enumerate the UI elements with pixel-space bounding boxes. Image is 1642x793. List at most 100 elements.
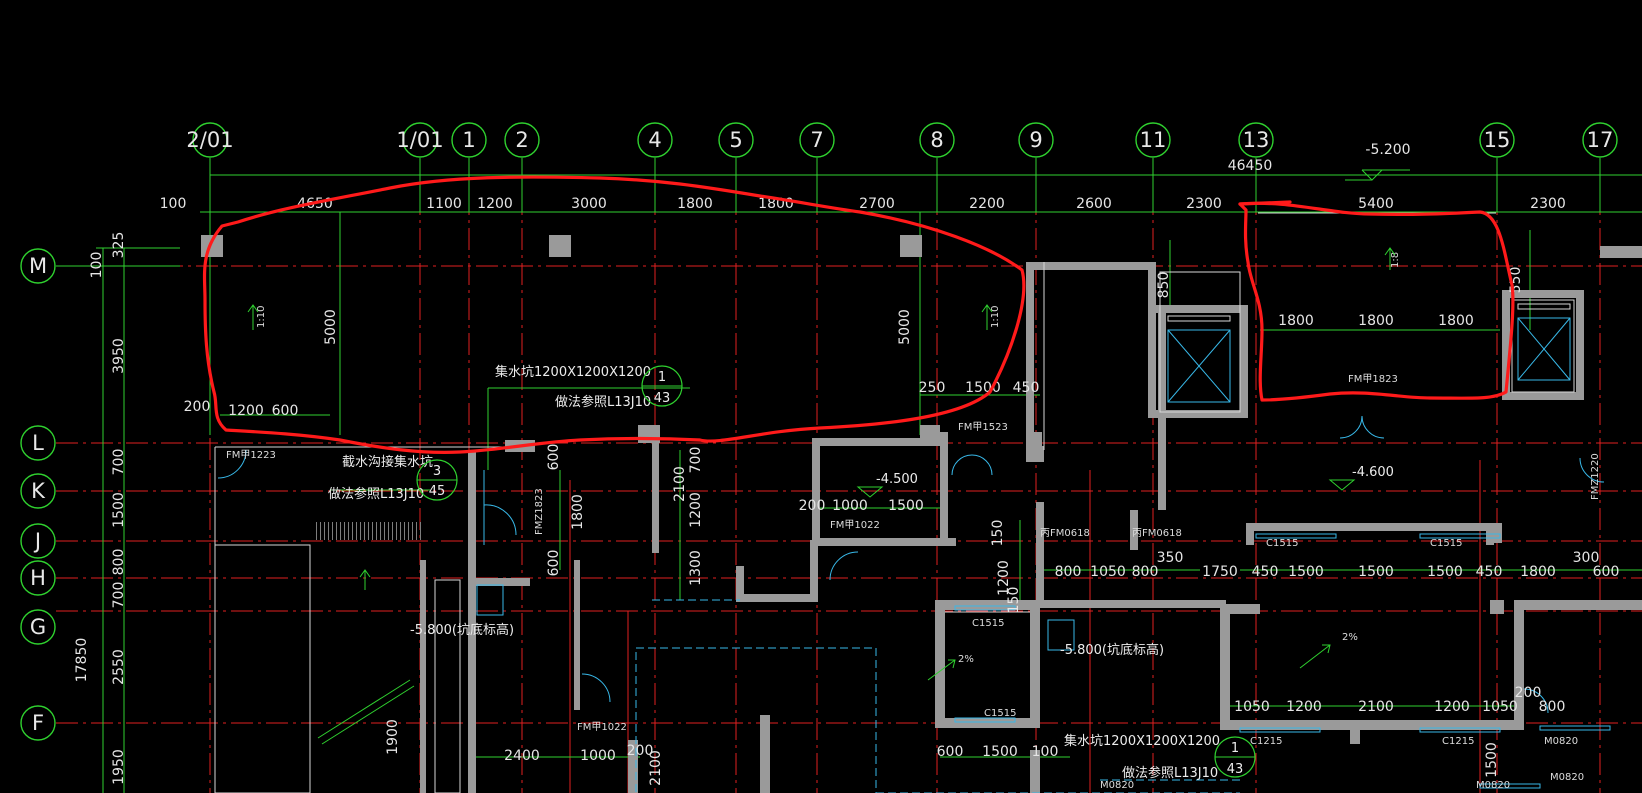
top-axis-bubble: 2/01 xyxy=(186,122,234,158)
row-dim: 450 xyxy=(1476,564,1503,580)
top-dim: 2600 xyxy=(1076,196,1112,212)
bottom-dims: 2400 1000 200 600 1500 100 xyxy=(504,743,1058,764)
ramp-hatch xyxy=(316,522,422,540)
left-axis-label: K xyxy=(31,479,46,503)
row-dim: 600 xyxy=(546,550,562,577)
top-axis-label: 8 xyxy=(930,128,943,152)
sump-sym-bottom: 43 xyxy=(1227,762,1244,777)
row-dim: 1500 xyxy=(982,744,1018,760)
top-level-value: -5.200 xyxy=(1365,142,1410,158)
level-label: -4.500 xyxy=(876,472,918,487)
left-axis-label: H xyxy=(30,566,46,590)
row-dim: 1000 xyxy=(580,748,616,764)
top-axis-label: 2/01 xyxy=(186,128,233,152)
row-dim: 600 xyxy=(937,744,964,760)
top-axis-label: 11 xyxy=(1140,128,1167,152)
top-axis-label: 17 xyxy=(1587,128,1614,152)
top-dim: 5400 xyxy=(1358,196,1394,212)
row-dim: 2100 xyxy=(1358,699,1394,715)
left-dim: 3950 xyxy=(111,338,127,374)
left-dim: 700 xyxy=(111,582,127,609)
row-dim: 1800 xyxy=(570,494,586,530)
top-dim: 1800 xyxy=(677,196,713,212)
inner-dimensions: 5000 5000 850 550 xyxy=(323,267,1524,345)
top-axis-bubble: 4 xyxy=(637,122,673,158)
left-dim: 2550 xyxy=(111,649,127,685)
door-label: M0820 xyxy=(1476,780,1510,791)
top-axis-bubble: 13 xyxy=(1238,122,1274,158)
sump-sym-top: 1 xyxy=(658,370,666,385)
row-dim: 2100 xyxy=(648,750,664,786)
row-dim: 1200 xyxy=(1434,699,1470,715)
left-dim: 100 xyxy=(89,252,105,279)
top-dim: 2300 xyxy=(1530,196,1566,212)
dimension-lines xyxy=(56,158,1642,793)
top-dim: 2200 xyxy=(969,196,1005,212)
top-axis-label: 4 xyxy=(648,128,661,152)
top-axis-bubble: 5 xyxy=(718,122,754,158)
row-dim: 800 xyxy=(1055,564,1082,580)
row-dim: 600 xyxy=(546,444,562,471)
sump-sym-top: 3 xyxy=(433,464,441,479)
top-axis-label: 1/01 xyxy=(396,128,443,152)
slope-label: 1:8 xyxy=(1390,252,1401,268)
left-axis-label: J xyxy=(33,529,41,553)
top-axis-label: 2 xyxy=(515,128,528,152)
row-dim: 1050 xyxy=(1090,564,1126,580)
inner-dim: 1800 xyxy=(1278,313,1314,329)
inner-dim: 5000 xyxy=(323,309,339,345)
left-axis-label: G xyxy=(30,615,46,639)
row-dim: 1500 xyxy=(1484,742,1500,778)
door-label: M0820 xyxy=(1100,780,1134,791)
top-axis-bubble: 1/01 xyxy=(396,122,444,158)
top-axis-bubble: 1 xyxy=(451,122,487,158)
axis-grid xyxy=(56,158,1642,793)
left-dim: 325 xyxy=(111,232,127,259)
left-dim: 1950 xyxy=(111,749,127,785)
row-dim: 100 xyxy=(1032,744,1059,760)
row-dim: 1500 xyxy=(888,498,924,514)
top-axis-label: 1 xyxy=(462,128,475,152)
sump-ref: 做法参照L13J10 xyxy=(328,486,424,502)
level-label: -4.600 xyxy=(1352,465,1394,480)
inner-dim: 1500 xyxy=(965,380,1001,396)
sump-text: 集水坑1200X1200X1200 xyxy=(1064,733,1220,749)
inner-dim: 850 xyxy=(1156,272,1172,299)
top-axis-bubble: 17 xyxy=(1582,122,1618,158)
sump-ref: 做法参照L13J10 xyxy=(555,394,651,410)
row-k-hdims: 200 1000 1500 xyxy=(799,498,924,514)
row-dim: 800 xyxy=(1539,699,1566,715)
left-axis-bubble: L xyxy=(20,425,56,461)
row-dim: 450 xyxy=(1252,564,1279,580)
door-label: FMZ1823 xyxy=(534,488,545,535)
top-axis-label: 9 xyxy=(1029,128,1042,152)
sump-ref: 做法参照L13J10 xyxy=(1122,765,1218,781)
level-markers: -4.500 -4.600 -5.800(坑底标高) -5.800(坑底标高) xyxy=(410,465,1394,658)
row-dim: 1750 xyxy=(1202,564,1238,580)
row-dim: 1050 xyxy=(1234,699,1270,715)
left-dim: 1500 xyxy=(111,492,127,528)
inner-dim: 1800 xyxy=(1438,313,1474,329)
slope-label: 1:10 xyxy=(990,306,1001,328)
top-axis-bubble: 8 xyxy=(919,122,955,158)
top-dim: 2300 xyxy=(1186,196,1222,212)
row-k-dims: 2100 1800 600 1300 1200 700 600 xyxy=(546,444,704,586)
row-dim: 200 xyxy=(799,498,826,514)
row-dim: 200 xyxy=(1515,685,1542,701)
inner-dim: 1200 xyxy=(228,403,264,419)
left-dim: 1900 xyxy=(385,719,401,755)
door-label: FM甲1823 xyxy=(1348,374,1398,385)
door-label: M0820 xyxy=(1544,736,1578,747)
bottom-vdims: 2100 1500 xyxy=(648,742,1500,786)
row-dim: 2400 xyxy=(504,748,540,764)
door-label: FMZ1220 xyxy=(1590,453,1601,500)
top-axis-label: 7 xyxy=(810,128,823,152)
slope-label: 2% xyxy=(958,654,974,665)
left-dim: 700 xyxy=(111,449,127,476)
sump-sym-bottom: 45 xyxy=(429,484,446,499)
row-dim: 1000 xyxy=(832,498,868,514)
inner-dim: 600 xyxy=(272,403,299,419)
